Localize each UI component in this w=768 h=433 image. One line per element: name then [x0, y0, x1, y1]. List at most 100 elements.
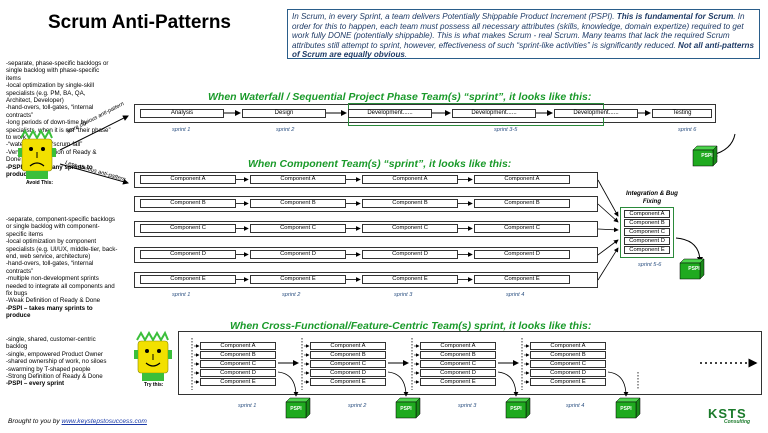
- bullet-item: -separate, phase-specific backlogs or si…: [6, 60, 109, 82]
- pspi-arrow: [497, 371, 519, 397]
- bullet-item: -hand-overs, toll-gates, “internal contr…: [6, 260, 94, 275]
- component-block: Component B: [474, 199, 570, 208]
- xf-component-block: Component B: [530, 351, 606, 359]
- integration-component: Component A: [624, 210, 670, 218]
- sprint-label: sprint 3: [394, 292, 413, 298]
- pspi-arrow: [607, 371, 629, 397]
- logo-subtext: Consulting: [724, 419, 751, 425]
- intro-text-2: . In order for this to happen, each team…: [292, 12, 745, 50]
- pspi-label: PSPI: [688, 266, 700, 272]
- sprint-label: sprint 3: [458, 403, 477, 409]
- xf-component-block: Component E: [200, 378, 276, 386]
- page-title: Scrum Anti-Patterns: [48, 12, 231, 33]
- component-block: Component D: [474, 250, 570, 259]
- bullet-item-bold: -PSPI – takes many sprints to produce: [6, 304, 93, 320]
- component-lane: [134, 221, 598, 237]
- sad-face-icon: [18, 128, 56, 179]
- xf-component-block: Component D: [310, 369, 386, 377]
- xf-component-block: Component D: [420, 369, 496, 377]
- component-block: Component C: [250, 224, 346, 233]
- component-block: Component C: [474, 224, 570, 233]
- bullet-item: -swarming by T-shaped people: [6, 365, 91, 373]
- sprint-label: sprint 4: [566, 403, 585, 409]
- component-block: Component D: [250, 250, 346, 259]
- phase-development-1: Development......: [348, 109, 432, 118]
- integration-box: [620, 207, 674, 258]
- bullet-item: -Weak Definition of Ready & Done: [6, 297, 101, 305]
- xf-component-block: Component A: [530, 342, 606, 350]
- component-block: Component E: [362, 275, 458, 284]
- component-block: Component A: [140, 175, 236, 184]
- sprint-label: sprint 2: [282, 292, 301, 298]
- xf-component-block: Component B: [200, 351, 276, 359]
- xf-component-block: Component A: [420, 342, 496, 350]
- component-block: Component D: [362, 250, 458, 259]
- logo-text: KSTS: [708, 406, 747, 421]
- xf-component-block: Component D: [530, 369, 606, 377]
- bullet-item: -long periods of down-time by specialist…: [6, 119, 111, 142]
- intro-text-1: In Scrum, in every Sprint, a team delive…: [292, 12, 617, 21]
- sprint-label: sprint 2: [348, 403, 367, 409]
- xf-component-block: Component C: [200, 360, 276, 368]
- integration-component: Component C: [624, 228, 670, 236]
- intro-bold-1: This is fundamental for Scrum: [616, 12, 734, 21]
- pspi-label: PSPI: [400, 406, 412, 412]
- bullet-item: -multiple non-development sprints needed…: [6, 275, 115, 298]
- component-lane: [134, 272, 598, 288]
- sprint-label: sprint 6: [678, 127, 697, 133]
- happy-face-icon: [134, 330, 172, 381]
- waterfall-heading: When Waterfall / Sequential Project Phas…: [208, 91, 592, 103]
- pspi-label: PSPI: [701, 153, 713, 159]
- phase-testing: Testing: [652, 109, 712, 118]
- bullet-item: -single, empowered Product Owner: [6, 350, 103, 358]
- pspi-cube-xf-front: [285, 401, 307, 419]
- component-lane: [134, 172, 598, 188]
- intro-bold-2: Not all anti-patterns of Scrum are equal…: [292, 40, 754, 60]
- avoid-label: Avoid This:: [26, 180, 54, 186]
- xf-component-block: Component D: [200, 369, 276, 377]
- footer: Brought to you by www.keystepstosuccess.…: [8, 418, 147, 425]
- pspi-cube-xf-front: [615, 401, 637, 419]
- xf-component-block: Component E: [530, 378, 606, 386]
- component-block: Component E: [140, 275, 236, 284]
- intro-box: In Scrum, in every Sprint, a team delive…: [287, 9, 760, 59]
- crossfunctional-heading: When Cross-Functional/Feature-Centric Te…: [230, 320, 592, 332]
- component-block: Component A: [250, 175, 346, 184]
- pspi-cube-xf-front: [395, 401, 417, 419]
- xf-component-block: Component C: [420, 360, 496, 368]
- pspi-arrow: [277, 371, 299, 397]
- xf-component-block: Component A: [200, 342, 276, 350]
- bullet-item: -single, shared, customer-centric backlo…: [6, 336, 96, 351]
- pspi-label: PSPI: [290, 406, 302, 412]
- sprint-label: sprint 1: [172, 127, 191, 133]
- sprint-label: sprint 1: [238, 403, 257, 409]
- bullet-item: -hand-overs, toll-gates, “internal contr…: [6, 104, 94, 119]
- component-block: Component D: [140, 250, 236, 259]
- sprint-label: sprint 5-6: [638, 262, 662, 268]
- component-bullets: -separate, component-specific backlogs o…: [6, 216, 118, 320]
- integration-title: Integration & Bug Fixing: [626, 190, 678, 205]
- integration-component: Component E: [624, 246, 670, 254]
- component-block: Component E: [250, 275, 346, 284]
- xf-component-block: Component E: [310, 378, 386, 386]
- component-block: Component C: [362, 224, 458, 233]
- bullet-item: -separate, component-specific backlogs o…: [6, 216, 116, 238]
- sprint-label: sprint 3-5: [494, 127, 518, 133]
- xf-component-block: Component E: [420, 378, 496, 386]
- component-lane: [134, 196, 598, 212]
- footer-link[interactable]: www.keystepstosuccess.com: [61, 418, 147, 425]
- bullet-item: -local optimization by component special…: [6, 238, 118, 261]
- integration-component: Component B: [624, 219, 670, 227]
- phase-development-2: Development......: [452, 109, 536, 118]
- bullet-item: -local optimization by single-skill spec…: [6, 82, 95, 105]
- xf-component-block: Component C: [310, 360, 386, 368]
- sprint-label: sprint 1: [172, 292, 191, 298]
- phase-development-3: Development......: [554, 109, 638, 118]
- intro-text-3: .: [404, 50, 408, 60]
- try-label: Try this:: [144, 382, 164, 388]
- pspi-label: PSPI: [510, 406, 522, 412]
- component-block: Component B: [140, 199, 236, 208]
- xf-component-block: Component C: [530, 360, 606, 368]
